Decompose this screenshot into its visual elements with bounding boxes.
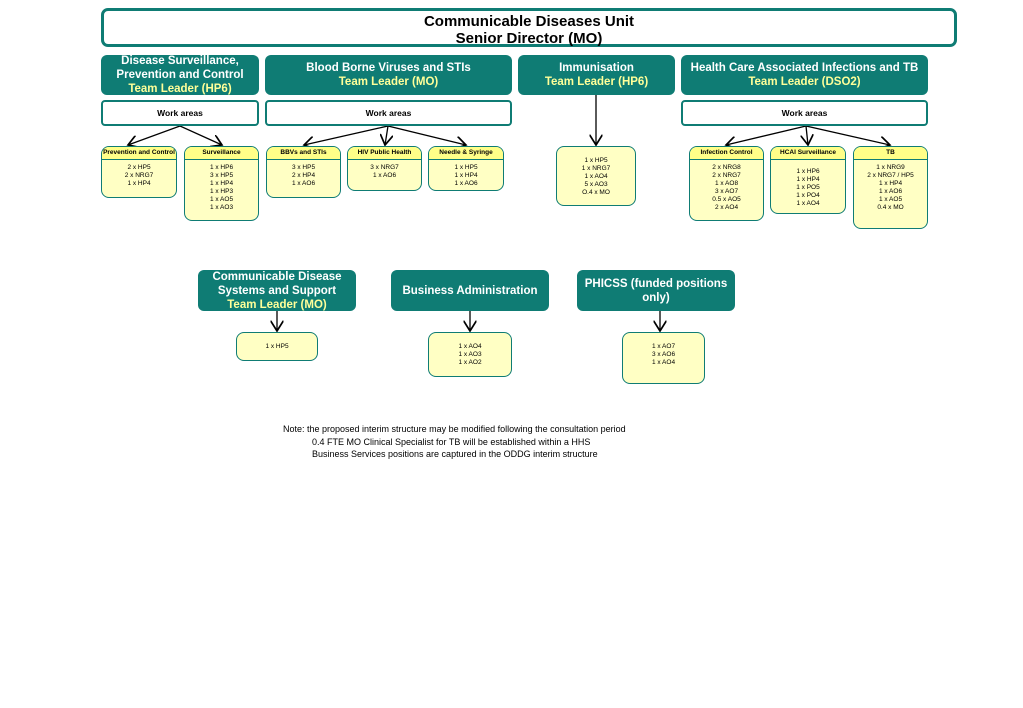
position-line: 1 x PO5 [796,184,820,191]
unit-title: Infection Control [690,147,763,160]
team-leader: Team Leader (HP6) [544,76,649,88]
work-areas-label: Work areas [681,100,928,126]
team-leader: Team Leader (HP6) [128,83,232,95]
position-line: 1 x PO4 [796,192,820,199]
position-line: 1 x HP3 [209,188,234,195]
position-line: 1 x HP5 [265,343,289,350]
position-line: 3 x HP5 [209,172,234,179]
team-name: Immunisation [559,62,634,74]
note-line: 0.4 FTE MO Clinical Specialist for TB wi… [312,436,591,447]
position-line: 1 x HP6 [796,168,820,175]
team-leader: Team Leader (DSO2) [748,76,861,88]
position-line: 2 x HP5 [127,164,151,171]
unit-title: Needle & Syringe [429,147,503,160]
position-line: 2 x NRG7 [712,172,741,179]
position-line: 1 x HP4 [878,180,903,187]
position-line: 2 x NRG8 [712,164,741,171]
position-line: 1 x AO5 [209,196,234,203]
team-business-administration: Business Administration [391,270,549,311]
work-areas-label: Work areas [101,100,259,126]
position-line: 2 x HP4 [291,172,316,179]
unit-header: Communicable Diseases Unit Senior Direct… [101,8,957,47]
position-line: 1 x AO4 [458,343,482,350]
position-line: 1 x AO4 [651,359,676,366]
position-line: 1 x AO2 [458,359,482,366]
unit-title: Surveillance [185,147,258,160]
position-line: 3 x HP5 [291,164,316,171]
position-line: 3 x AO6 [651,351,676,358]
position-line: 0.5 x AO5 [712,196,741,203]
position-line: 3 x NRG7 [370,164,399,171]
position-line: 1 x HP5 [584,157,608,164]
position-line: 1 x HP6 [209,164,234,171]
position-line: 1 x AO8 [714,180,739,187]
note-line: Business Services positions are captured… [312,449,598,459]
position-line: 1 x AO7 [651,343,676,350]
notes: Note: the proposed interim structure may… [283,423,783,461]
position-line: 1 x AO4 [796,200,820,207]
position-line: 1 x AO4 [584,173,608,180]
position-line: 1 x HP4 [127,180,151,187]
unit-title: Prevention and Control [102,147,176,160]
position-line: 0.4 x MO [877,204,904,211]
position-line: 1 x AO6 [454,180,478,187]
team-leader: Team Leader (MO) [338,76,439,88]
work-areas-label: Work areas [265,100,512,126]
unit-title: HCAI Surveillance [771,147,845,160]
position-line: 1 x AO5 [878,196,903,203]
position-line: 1 x AO3 [458,351,482,358]
position-line: 1 x NRG9 [876,164,905,171]
position-line: 1 x AO3 [209,204,234,211]
team-disease-surveillance: Disease Surveillance, Prevention and Con… [101,55,259,95]
position-line: 1 x NRG7 [581,165,611,172]
team-name: Business Administration [402,284,538,297]
unit-box: 1 x HP5 [236,332,318,361]
team-name: Disease Surveillance, Prevention and Con… [116,55,244,81]
note-line: Note: the proposed interim structure may… [283,424,626,434]
position-line: 1 x HP4 [796,176,820,183]
position-line: 1 x AO6 [372,172,397,179]
team-cd-systems-support: Communicable Disease Systems and Support… [198,270,356,311]
team-name: Health Care Associated Infections and TB [690,62,919,74]
position-line: 2 x NRG7 / HP5 [867,172,914,179]
team-name: Communicable Disease Systems and Support [212,270,342,297]
unit-title: TB [854,147,927,160]
unit-title: Communicable Diseases Unit [423,13,635,30]
position-line: 1 x HP4 [209,180,234,187]
position-line: 1 x AO6 [878,188,903,195]
team-leader: Team Leader (MO) [227,298,327,311]
unit-title: BBVs and STIs [267,147,340,160]
position-line: 1 x AO6 [291,180,316,187]
team-name: Blood Borne Viruses and STIs [306,62,471,74]
position-line: 5 x AO3 [584,181,608,188]
senior-director: Senior Director (MO) [455,30,603,47]
position-line: 2 x NRG7 [124,172,154,179]
unit-title: HIV Public Health [348,147,421,160]
team-hcai-tb: Health Care Associated Infections and TB… [681,55,928,95]
position-line: O.4 x MO [582,189,610,196]
team-phicss: PHICSS (funded positions only) [577,270,735,311]
position-line: 1 x HP4 [454,172,478,179]
position-line: 3 x AO7 [714,188,739,195]
position-line: 1 x HP5 [454,164,478,171]
position-line: 2 x AO4 [714,204,739,211]
team-name: PHICSS (funded positions only) [584,277,728,304]
